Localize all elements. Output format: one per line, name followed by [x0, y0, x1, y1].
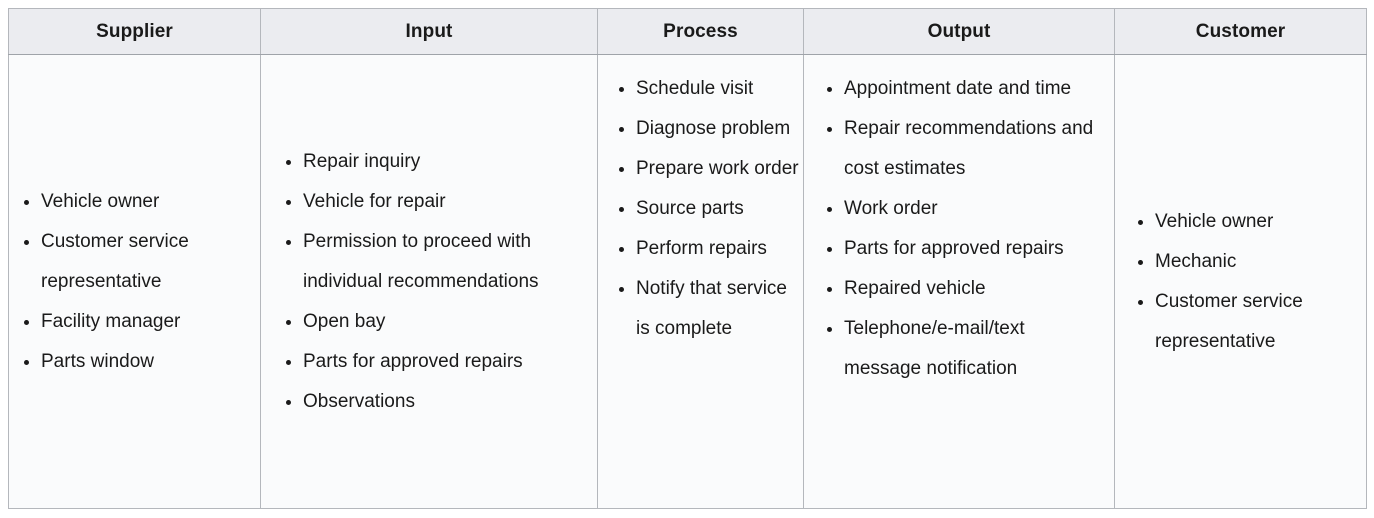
list-item: Vehicle owner [1155, 202, 1356, 242]
cell-output: Appointment date and timeRepair recommen… [803, 54, 1115, 509]
list-item: Perform repairs [636, 229, 799, 269]
list-item: Appointment date and time [844, 69, 1104, 109]
list-item: Telephone/e-mail/text message notificati… [844, 309, 1104, 389]
list-item: Vehicle owner [41, 182, 250, 222]
list-item: Parts window [41, 342, 250, 382]
list-customer: Vehicle ownerMechanicCustomer service re… [1115, 202, 1366, 362]
list-item: Repair inquiry [303, 142, 587, 182]
table-body: Vehicle ownerCustomer service representa… [8, 54, 1367, 509]
list-supplier: Vehicle ownerCustomer service representa… [9, 182, 260, 382]
list-item: Repaired vehicle [844, 269, 1104, 309]
table-header: Supplier Input Process Output Customer [8, 8, 1367, 55]
list-process: Schedule visitDiagnose problemPrepare wo… [598, 55, 803, 349]
list-output: Appointment date and timeRepair recommen… [804, 55, 1114, 389]
column-header-process: Process [597, 8, 804, 55]
list-item: Observations [303, 382, 587, 422]
list-item: Schedule visit [636, 69, 799, 109]
list-item: Facility manager [41, 302, 250, 342]
table-row: Vehicle ownerCustomer service representa… [8, 54, 1367, 509]
list-item: Parts for approved repairs [844, 229, 1104, 269]
table-header-row: Supplier Input Process Output Customer [8, 8, 1367, 55]
list-item: Notify that service is complete [636, 269, 799, 349]
list-input: Repair inquiryVehicle for repairPermissi… [261, 142, 597, 422]
list-item: Parts for approved repairs [303, 342, 587, 382]
list-item: Prepare work order [636, 149, 799, 189]
column-header-supplier: Supplier [8, 8, 261, 55]
list-item: Diagnose problem [636, 109, 799, 149]
list-item: Permission to proceed with individual re… [303, 222, 587, 302]
cell-process: Schedule visitDiagnose problemPrepare wo… [597, 54, 804, 509]
list-item: Repair recommendations and cost estimate… [844, 109, 1104, 189]
column-header-customer: Customer [1114, 8, 1367, 55]
cell-customer: Vehicle ownerMechanicCustomer service re… [1114, 54, 1367, 509]
list-item: Source parts [636, 189, 799, 229]
list-item: Vehicle for repair [303, 182, 587, 222]
list-item: Customer service representative [1155, 282, 1356, 362]
list-item: Mechanic [1155, 242, 1356, 282]
column-header-output: Output [803, 8, 1115, 55]
cell-supplier: Vehicle ownerCustomer service representa… [8, 54, 261, 509]
column-header-input: Input [260, 8, 598, 55]
list-item: Customer service representative [41, 222, 250, 302]
cell-input: Repair inquiryVehicle for repairPermissi… [260, 54, 598, 509]
list-item: Open bay [303, 302, 587, 342]
list-item: Work order [844, 189, 1104, 229]
sipoc-table: Supplier Input Process Output Customer V… [8, 8, 1367, 509]
